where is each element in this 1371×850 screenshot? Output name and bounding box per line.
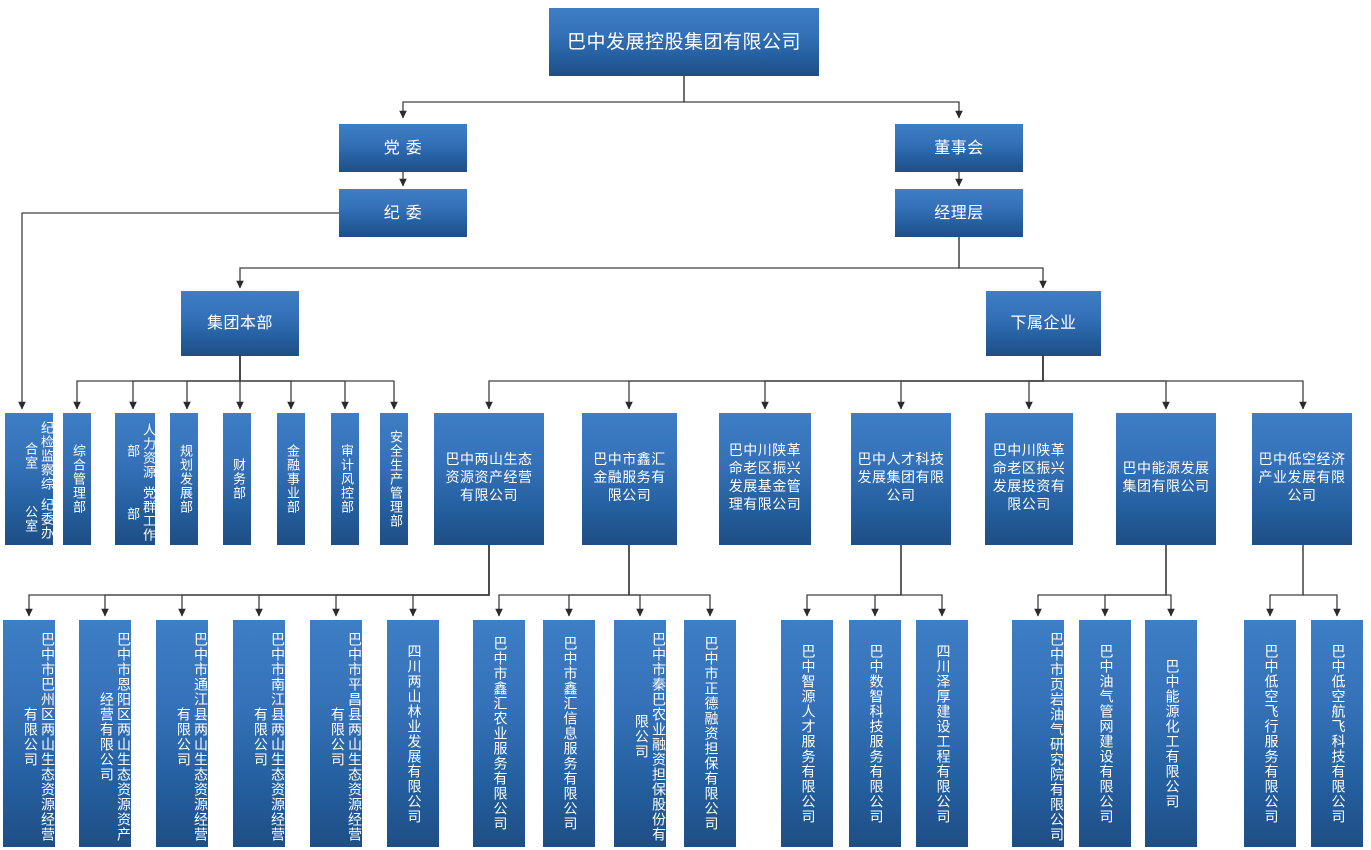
subcompany-low-altitude-flight[interactable]: 巴中低空飞行服务有限公司 xyxy=(1244,620,1296,847)
subcompany-bazhou[interactable]: 巴中市巴州区两山生态资源经营有限公司 xyxy=(3,620,55,847)
company-liangshan-ecology[interactable]: 巴中两山生态资源资产经营有限公司 xyxy=(434,413,544,545)
dept-label-col-left: 党群工作部 xyxy=(124,485,155,542)
subcompany-energy-chemical[interactable]: 巴中能源化工有限公司 xyxy=(1145,620,1197,847)
node-root[interactable]: 巴中发展控股集团有限公司 xyxy=(549,8,819,76)
dept-safety-production[interactable]: 安全生产管理部 xyxy=(380,413,408,545)
subcompany-nanjiang[interactable]: 巴中市南江县两山生态资源经营有限公司 xyxy=(233,620,285,847)
dept-label-col-right: 纪检监察综合室 xyxy=(22,420,53,491)
dept-label-col-right: 人力资源部 xyxy=(124,422,155,479)
node-board-of-directors[interactable]: 董事会 xyxy=(895,124,1023,172)
company-energy-development[interactable]: 巴中能源发展集团有限公司 xyxy=(1116,413,1216,545)
subcompany-qinba-guarantee[interactable]: 巴中市秦巴农业融资担保股份有限公司 xyxy=(614,620,666,847)
dept-label-col-left: 纪委办公室 xyxy=(22,497,53,540)
subcompany-zhiyuan-talent[interactable]: 巴中智源人才服务有限公司 xyxy=(781,620,833,847)
dept-audit-risk-control[interactable]: 审计风控部 xyxy=(331,413,359,545)
subcompany-zehou-construction[interactable]: 四川泽厚建设工程有限公司 xyxy=(916,620,968,847)
dept-label: 规划发展部 xyxy=(176,444,192,514)
company-revitalization-fund[interactable]: 巴中川陕革命老区振兴发展基金管理有限公司 xyxy=(719,413,811,545)
subcompany-low-altitude-avtech[interactable]: 巴中低空航飞科技有限公司 xyxy=(1311,620,1363,847)
subcompany-tongjiang[interactable]: 巴中市通江县两山生态资源经营有限公司 xyxy=(156,620,208,847)
dept-general-management[interactable]: 综合管理部 xyxy=(63,413,91,545)
dept-jiwei-office[interactable]: 纪检监察综合室 纪委办公室 xyxy=(5,413,53,545)
dept-label: 审计风控部 xyxy=(337,444,353,514)
node-management-layer[interactable]: 经理层 xyxy=(895,189,1023,237)
dept-human-resources[interactable]: 人力资源部 党群工作部 xyxy=(115,413,155,545)
subcompany-shale-oil-gas[interactable]: 巴中市页岩油气研究院有限公司 xyxy=(1012,620,1064,847)
subcompany-oil-gas-pipeline[interactable]: 巴中油气管网建设有限公司 xyxy=(1079,620,1131,847)
dept-label: 综合管理部 xyxy=(69,444,85,514)
subcompany-pingchang[interactable]: 巴中市平昌县两山生态资源经营有限公司 xyxy=(310,620,362,847)
subcompany-zhengde-guarantee[interactable]: 巴中市正德融资担保有限公司 xyxy=(684,620,736,847)
dept-label: 财务部 xyxy=(229,458,245,500)
subcompany-xinhui-agriculture[interactable]: 巴中市鑫汇农业服务有限公司 xyxy=(473,620,525,847)
subcompany-enyang[interactable]: 巴中市恩阳区两山生态资源资产经营有限公司 xyxy=(79,620,131,847)
company-revitalization-investment[interactable]: 巴中川陕革命老区振兴发展投资有限公司 xyxy=(985,413,1073,545)
dept-label: 金融事业部 xyxy=(283,444,299,514)
dept-finance[interactable]: 财务部 xyxy=(223,413,251,545)
node-discipline-committee[interactable]: 纪 委 xyxy=(339,189,467,237)
dept-label: 安全生产管理部 xyxy=(386,430,402,528)
node-party-committee[interactable]: 党 委 xyxy=(339,124,467,172)
subcompany-sichuan-forestry[interactable]: 四川两山林业发展有限公司 xyxy=(387,620,439,847)
subcompany-shuzhi-technology[interactable]: 巴中数智科技服务有限公司 xyxy=(849,620,901,847)
company-xinhui-financial[interactable]: 巴中市鑫汇金融服务有限公司 xyxy=(582,413,677,545)
subcompany-xinhui-information[interactable]: 巴中市鑫汇信息服务有限公司 xyxy=(543,620,595,847)
node-subsidiary-enterprises[interactable]: 下属企业 xyxy=(986,291,1101,356)
node-group-headquarters[interactable]: 集团本部 xyxy=(181,291,299,356)
company-talent-technology[interactable]: 巴中人才科技发展集团有限公司 xyxy=(851,413,951,545)
dept-financial-business[interactable]: 金融事业部 xyxy=(277,413,305,545)
company-low-altitude-economy[interactable]: 巴中低空经济产业发展有限公司 xyxy=(1252,413,1352,545)
dept-planning-development[interactable]: 规划发展部 xyxy=(170,413,198,545)
